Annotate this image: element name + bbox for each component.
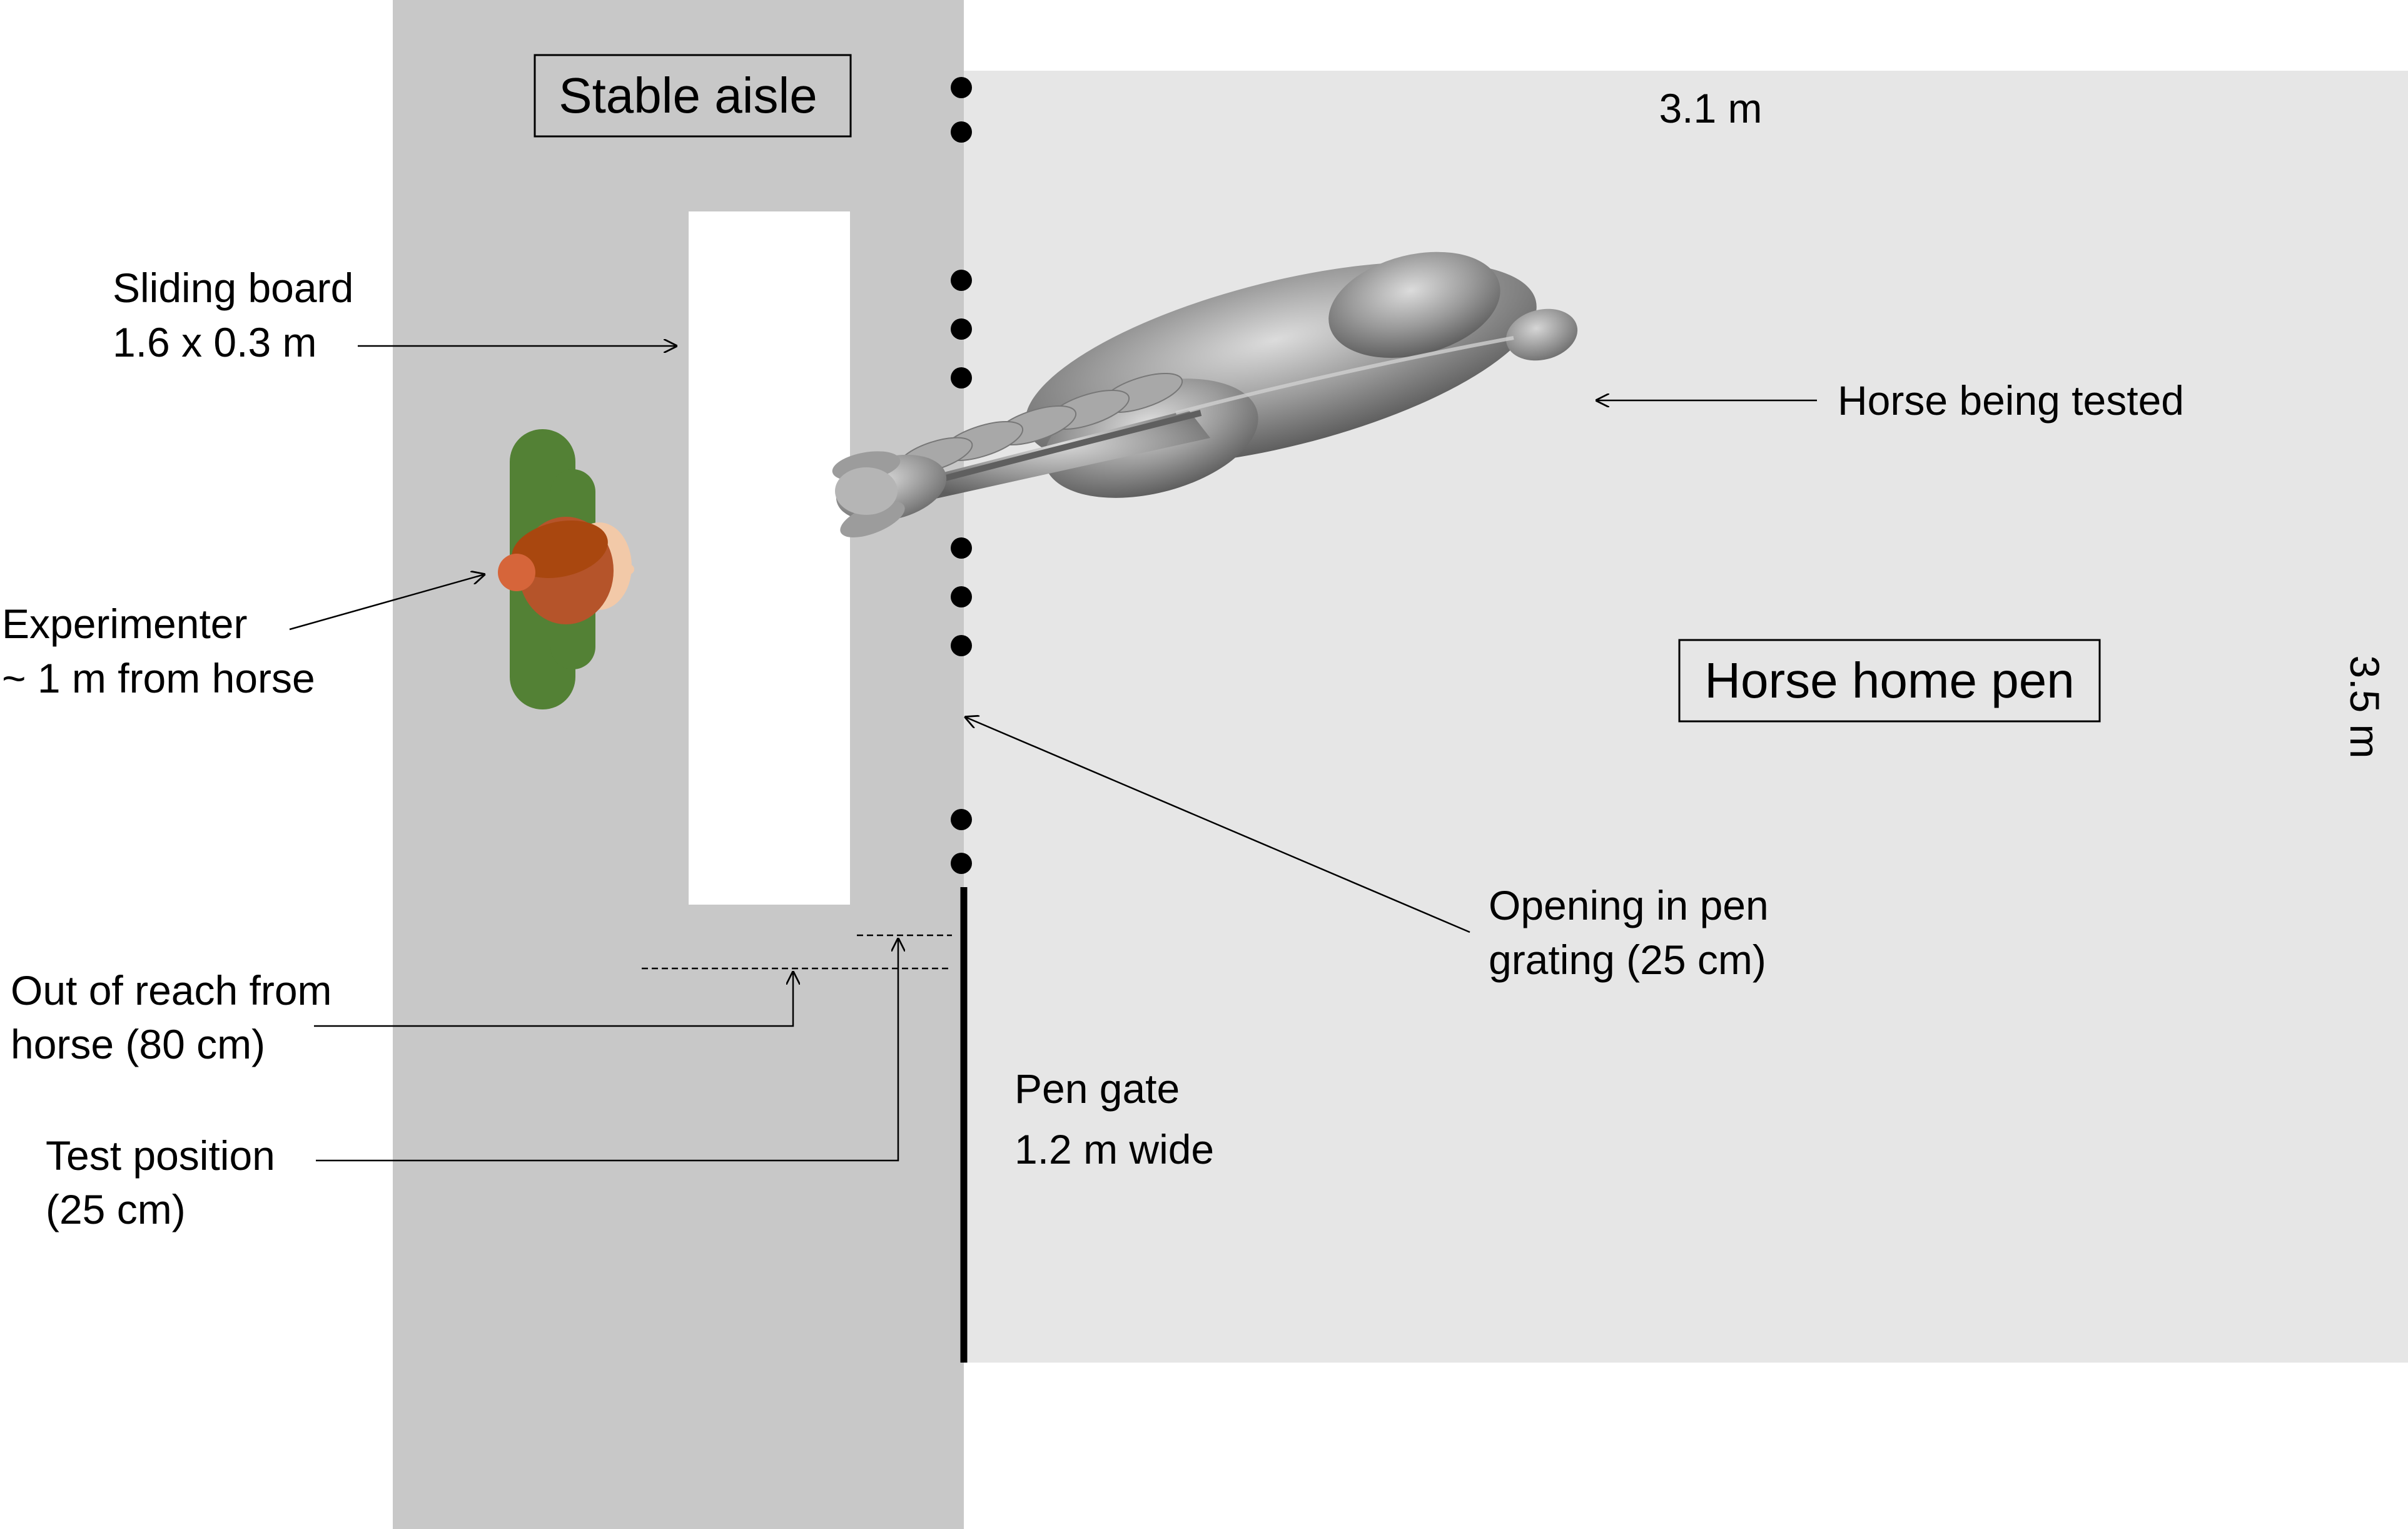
horse-label: Horse being tested bbox=[1838, 377, 2184, 424]
out-of-reach-distance-label: horse (80 cm) bbox=[11, 1021, 265, 1067]
opening-label: Opening in pen bbox=[1489, 882, 1769, 928]
stable-aisle-box bbox=[534, 54, 852, 138]
grating-dot bbox=[951, 586, 972, 607]
stable-aisle-area bbox=[393, 0, 964, 1529]
experimenter-label: Experimenter bbox=[2, 601, 248, 647]
home-pen-area bbox=[964, 71, 2408, 1363]
experimenter-leader bbox=[289, 574, 485, 631]
grating-dot bbox=[951, 853, 972, 874]
pen-gate-width-label: 1.2 m wide bbox=[1014, 1126, 1214, 1172]
depth-dimension-label: 3.5 m bbox=[2342, 655, 2388, 758]
sliding-board-label: Sliding board bbox=[113, 265, 353, 311]
experimenter-distance-label: ~ 1 m from horse bbox=[2, 655, 315, 701]
experimenter-figure bbox=[498, 429, 634, 709]
grating-dot bbox=[951, 809, 972, 830]
horse-figure bbox=[832, 251, 1578, 537]
test-position-leader bbox=[316, 938, 898, 1162]
out-of-reach-leader bbox=[314, 972, 793, 1027]
home-pen-box bbox=[1678, 639, 2101, 723]
grating-dot bbox=[951, 635, 972, 656]
out-of-reach-label: Out of reach from bbox=[11, 967, 332, 1013]
pen-grating bbox=[951, 77, 972, 874]
home-pen-label: Horse home pen bbox=[1704, 653, 2074, 708]
pen-gate-label: Pen gate bbox=[1014, 1065, 1180, 1112]
sliding-board-size-label: 1.6 x 0.3 m bbox=[113, 319, 317, 365]
grating-dot bbox=[951, 77, 972, 98]
leader-lines bbox=[289, 346, 1817, 1162]
grating-dot bbox=[951, 121, 972, 143]
sliding-board bbox=[689, 211, 850, 905]
grating-dot bbox=[951, 270, 972, 291]
grating-dot bbox=[951, 318, 972, 340]
opening-leader bbox=[965, 717, 1470, 933]
grating-dot bbox=[951, 367, 972, 389]
width-dimension-label: 3.1 m bbox=[1659, 85, 1762, 131]
test-position-distance-label: (25 cm) bbox=[46, 1186, 186, 1232]
grating-dot bbox=[951, 537, 972, 559]
stable-aisle-label: Stable aisle bbox=[559, 68, 817, 123]
test-position-label: Test position bbox=[46, 1132, 275, 1179]
opening-size-label: grating (25 cm) bbox=[1489, 937, 1766, 983]
